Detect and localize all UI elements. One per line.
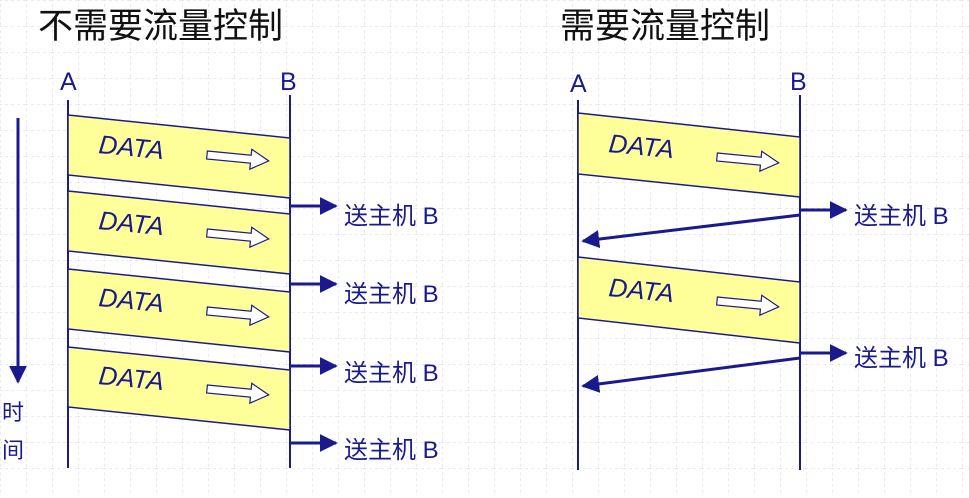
data-frame-label: DATA [607, 272, 675, 308]
data-direction-arrow-icon [205, 148, 270, 171]
data-frame-label: DATA [97, 360, 165, 396]
right-host-b-label: B [790, 68, 807, 96]
left-delivery-label: 送主机 B [344, 203, 439, 230]
time-axis-label-1: 时 [2, 400, 24, 425]
right-host-a-label: A [570, 70, 587, 98]
data-direction-arrow-icon [205, 382, 270, 405]
left-data-frame: DATA [67, 346, 291, 431]
left-host-b-label: B [280, 68, 297, 96]
data-frame-label: DATA [607, 128, 675, 164]
right-ack-arrow [581, 356, 801, 393]
right-delivery-label: 送主机 B [854, 203, 949, 230]
left-data-frame: DATA [67, 114, 291, 199]
data-frame-label: DATA [97, 205, 165, 241]
data-direction-arrow-icon [205, 226, 270, 249]
right-delivery-label: 送主机 B [854, 345, 949, 372]
left-panel-title: 不需要流量控制 [38, 7, 283, 46]
right-ack-arrow [581, 213, 801, 249]
left-delivery-label: 送主机 B [344, 281, 439, 308]
left-panel: 不需要流量控制 A B 时 间 DATA DATA DATA D [2, 7, 439, 468]
data-direction-arrow-icon [715, 294, 780, 317]
left-delivery-label: 送主机 B [344, 360, 439, 387]
right-data-frame: DATA [577, 256, 801, 344]
data-direction-arrow-icon [205, 304, 270, 327]
left-data-frame: DATA [67, 190, 291, 275]
left-delivery-label: 送主机 B [344, 437, 439, 464]
right-data-frame: DATA [577, 112, 801, 198]
data-frame-label: DATA [97, 282, 165, 318]
right-panel-title: 需要流量控制 [560, 7, 770, 46]
time-axis-label-2: 间 [2, 438, 24, 463]
data-direction-arrow-icon [715, 150, 780, 173]
left-data-frame: DATA [67, 268, 291, 353]
data-frame-label: DATA [97, 129, 165, 165]
left-host-a-label: A [60, 68, 77, 96]
right-panel: 需要流量控制 A B DATA DATA 送主机 B 送主机 B [560, 7, 949, 470]
